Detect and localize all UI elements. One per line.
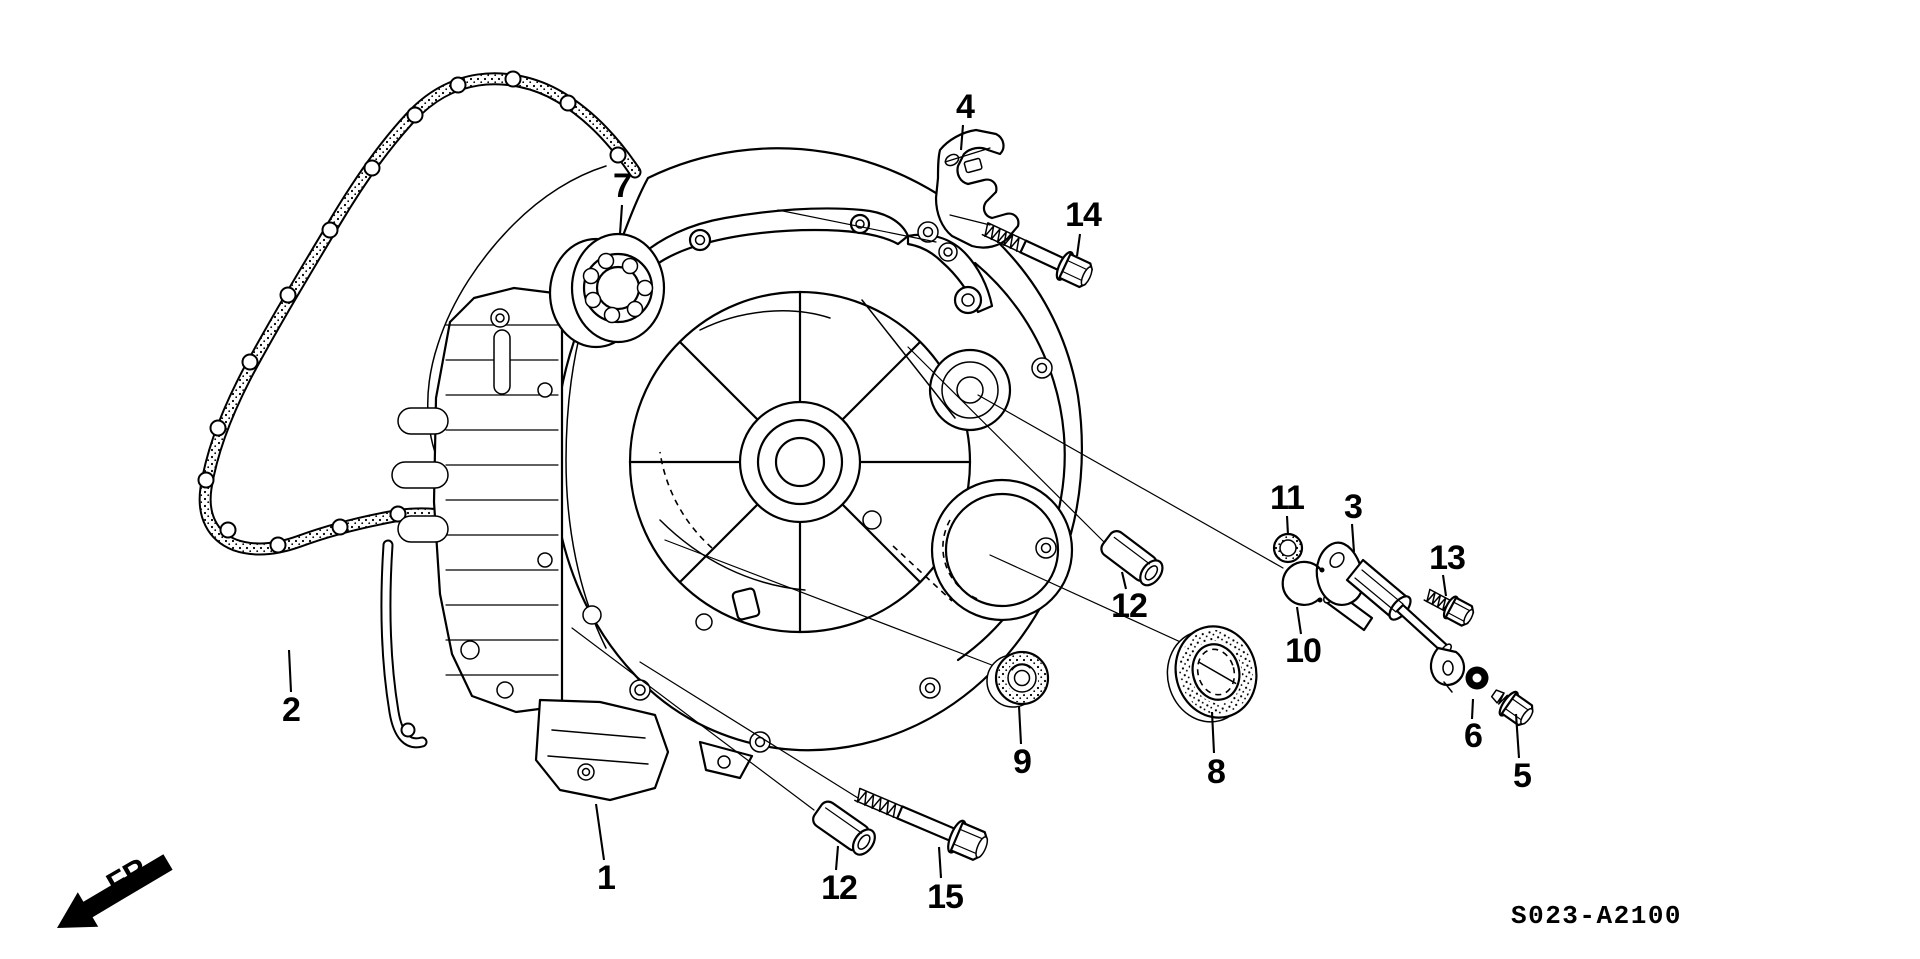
leader-line-5-4 [1514, 713, 1521, 759]
joint-3-drawing [1315, 541, 1466, 693]
washer-11-drawing [1272, 532, 1304, 564]
clutch-case-drawing [391, 147, 1083, 802]
bolt-14-drawing [981, 222, 1093, 289]
leader-line-1-0 [594, 803, 606, 861]
leader-line-8-7 [1210, 711, 1216, 754]
bolt-13-drawing [1423, 588, 1475, 627]
bolt-15-drawing [854, 787, 989, 861]
leader-line-14-13 [1075, 233, 1082, 257]
leader-line-12-11 [1120, 571, 1128, 590]
part-callout-12-11: 12 [1111, 587, 1148, 625]
leader-line-9-8 [1017, 705, 1023, 745]
bearing-7-drawing [548, 232, 666, 349]
part-callout-5-4: 5 [1513, 757, 1532, 795]
bracket-4-drawing [934, 128, 1020, 249]
part-callout-6-5: 6 [1464, 717, 1483, 755]
part-callout-15-15: 15 [927, 878, 964, 916]
dowel-pin-12a-drawing [1100, 530, 1164, 587]
dowel-pin-12b-drawing [812, 800, 876, 856]
leader-line-13-12 [1441, 574, 1448, 597]
part-callout-1-0: 1 [597, 859, 616, 897]
part-callout-3-2: 3 [1344, 488, 1363, 526]
callout-leaders [287, 124, 1521, 879]
part-callout-11-10: 11 [1270, 479, 1305, 517]
part-callout-2-1: 2 [282, 691, 301, 729]
fr-indicator: FR. [57, 846, 173, 928]
leader-line-12-14 [834, 845, 840, 871]
part-callout-13-12: 13 [1429, 539, 1466, 577]
part-code: S023-A2100 [1511, 901, 1683, 931]
leader-line-15-15 [937, 846, 943, 879]
leader-line-3-2 [1350, 523, 1356, 553]
gasket-drawing [197, 70, 642, 749]
bearing-9-drawing [986, 650, 1050, 708]
leader-line-10-9 [1295, 606, 1303, 635]
part-callout-7-6: 7 [613, 167, 632, 205]
part-callout-4-3: 4 [956, 88, 975, 126]
leader-line-7-6 [618, 204, 624, 235]
leader-line-6-5 [1470, 698, 1475, 720]
leader-line-4-3 [959, 124, 965, 151]
leader-line-2-1 [287, 649, 293, 693]
reference-lines [571, 209, 1284, 811]
part-callout-14-13: 14 [1065, 196, 1102, 234]
nut-6-drawing [1465, 666, 1489, 690]
fr-arrow-icon [57, 854, 173, 928]
leader-line-11-10 [1285, 515, 1290, 536]
snap-ring-10-drawing [1281, 560, 1325, 606]
part-callout-12-14: 12 [821, 869, 858, 907]
part-callout-9-8: 9 [1013, 743, 1032, 781]
bolt-5-drawing [1490, 689, 1534, 727]
oil-seal-8-drawing [1166, 625, 1258, 723]
part-callout-8-7: 8 [1207, 753, 1226, 791]
part-callout-10-9: 10 [1285, 632, 1322, 670]
